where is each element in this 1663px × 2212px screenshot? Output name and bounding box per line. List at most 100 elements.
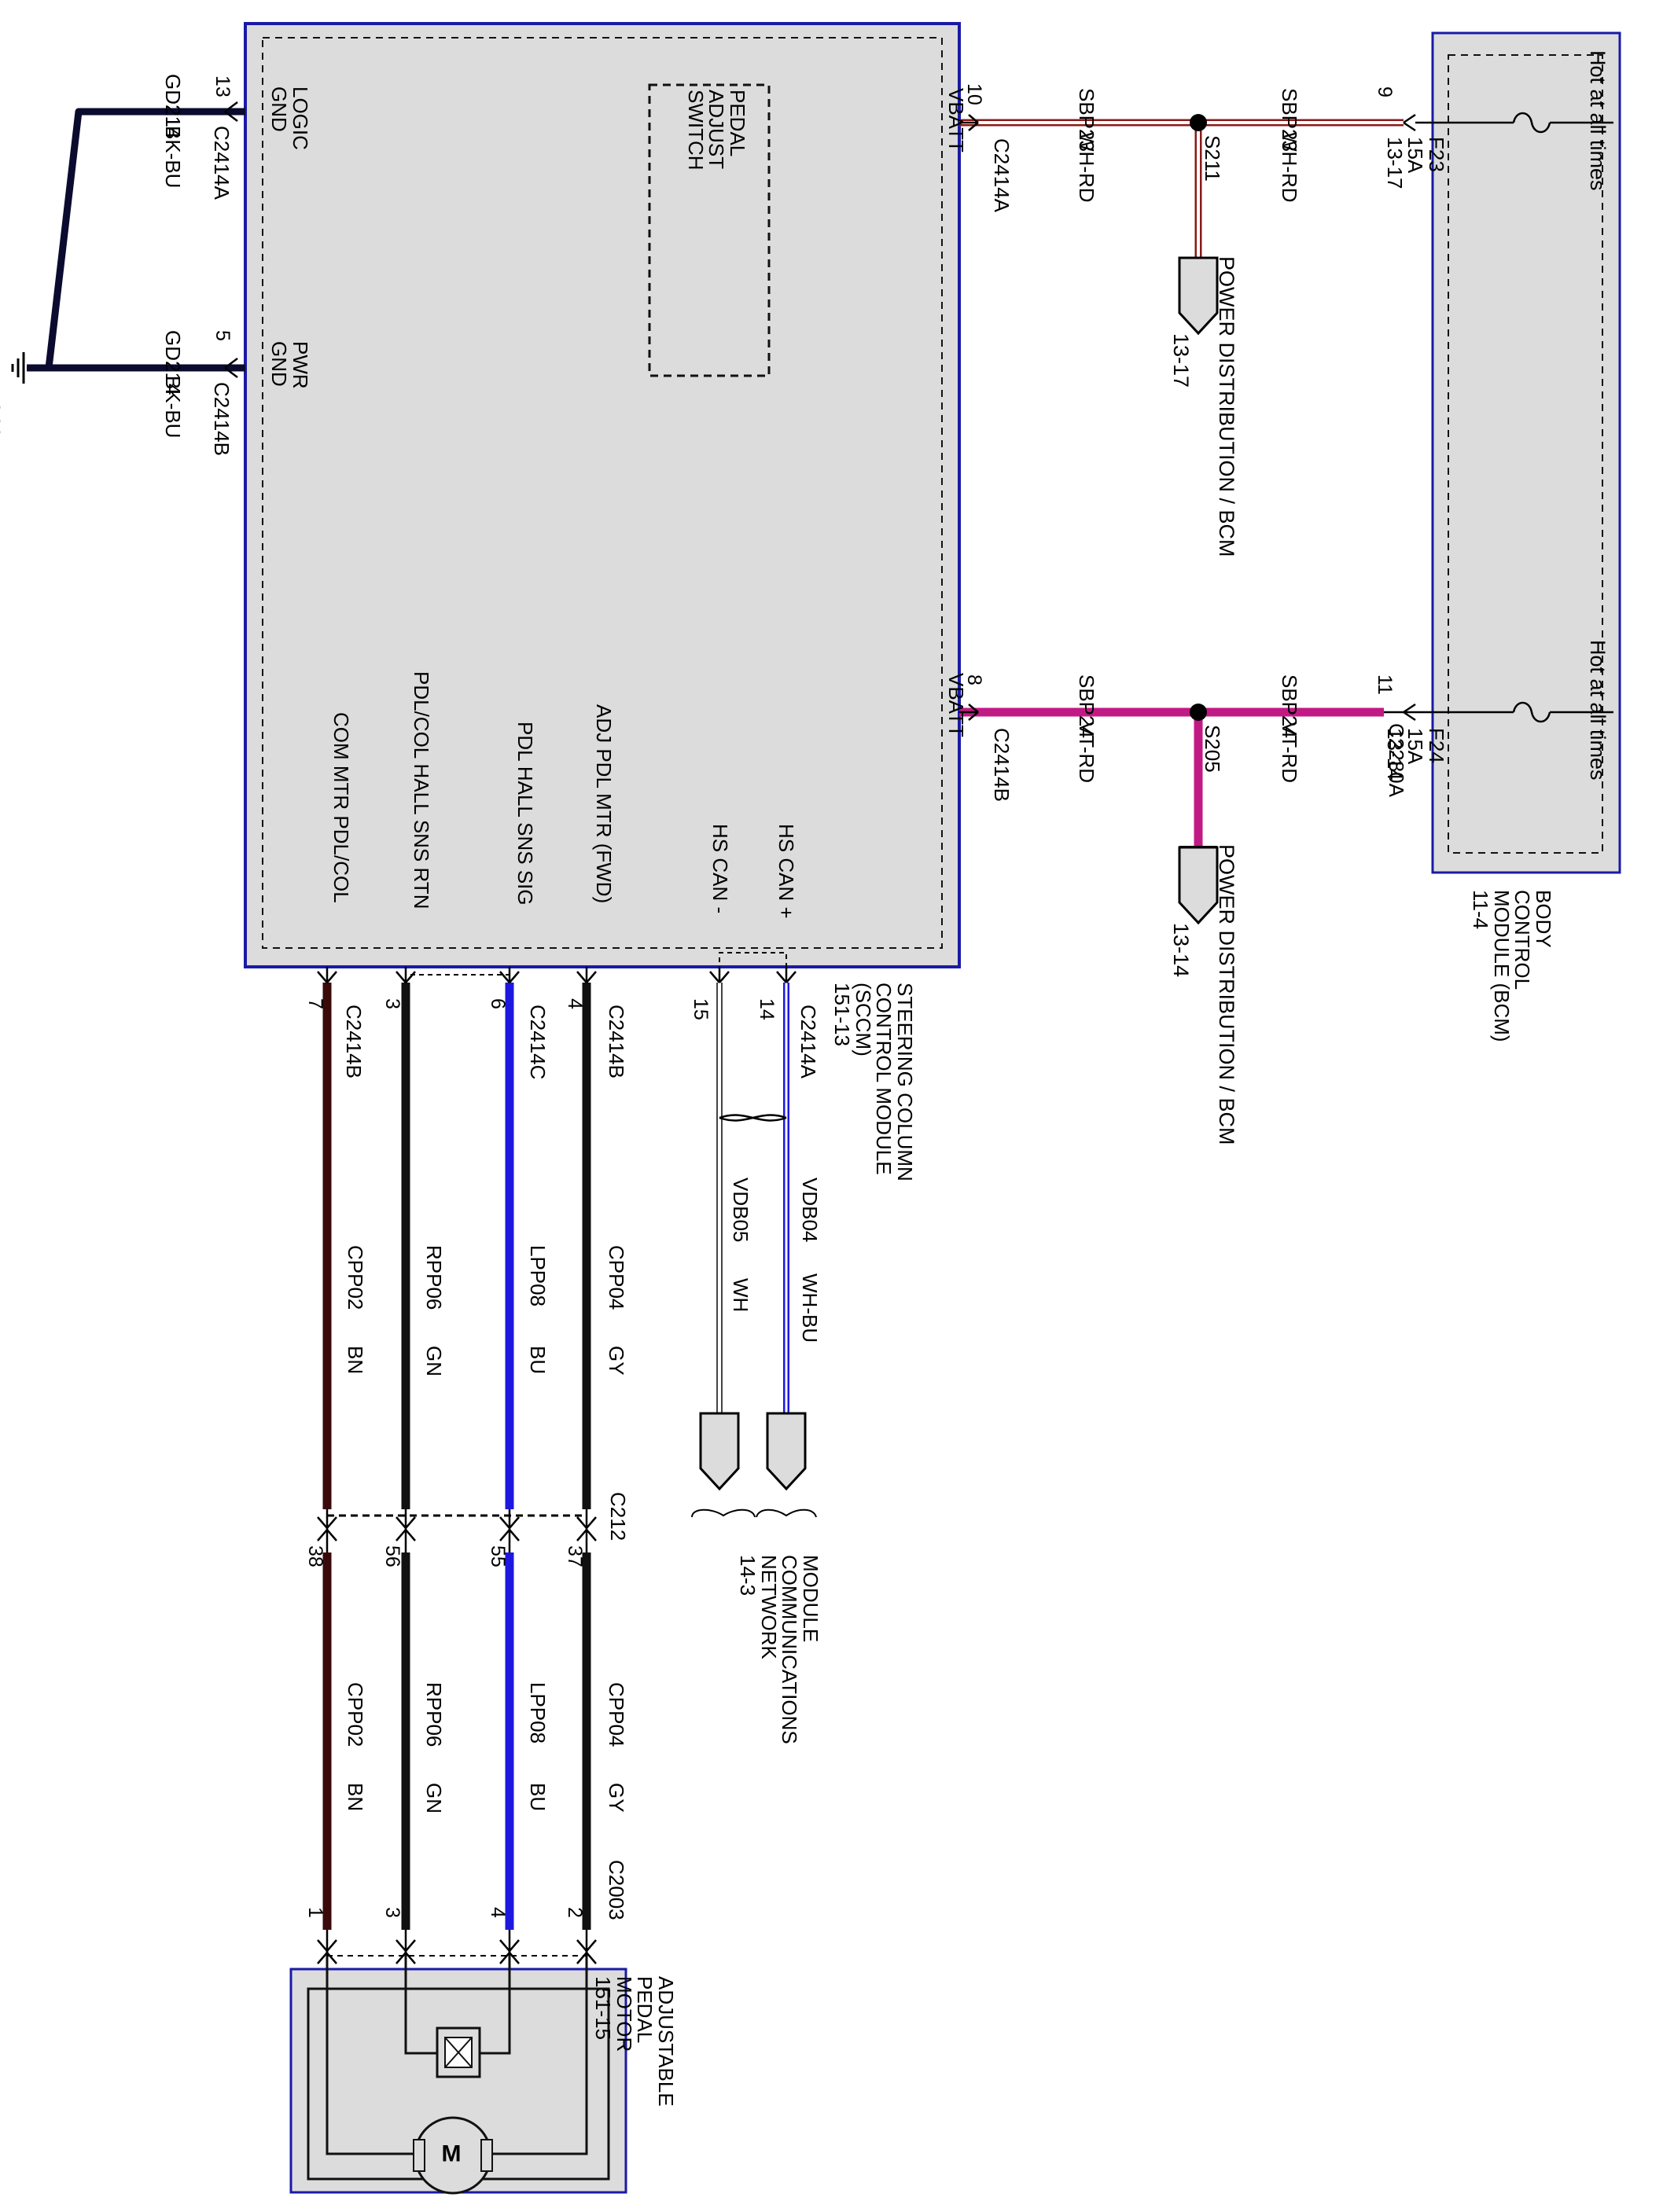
c2003-label: C2003 [605,1860,628,1920]
adj-circuit-upper: CPP04 [605,1245,628,1310]
pin-adj-pdl-mtr: ADJ PDL MTR (FWD) [592,704,616,904]
f23-color-right: WH-RD [1278,132,1301,203]
gnd-wire1-connector: C2414A [210,126,234,200]
can-minus-network-icon [699,1412,740,1491]
sig-c212-pin: 55 [487,1545,509,1567]
sig-c2003-pin: 4 [487,1907,509,1918]
pedal-adjust-switch-label: PEDAL ADJUST SWITCH [683,90,749,171]
rtn-color-lower: GN [422,1783,446,1813]
com-circuit-lower: CPP02 [344,1682,367,1747]
gnd-wire2-color: BK-BU [161,376,185,439]
f24-sccm-connector: C2414B [990,728,1014,802]
f24-pd-ref: 13-14 [1169,923,1193,978]
can-connector: C2414A [797,1005,820,1078]
f24-pd-label: POWER DISTRIBUTION / BCM [1215,844,1238,1145]
sig-color-lower: BU [526,1783,550,1812]
can-minus-circuit: VDB05 [729,1178,752,1243]
splice-s211 [1190,114,1207,131]
adj-color-upper: GY [605,1346,628,1376]
power-circuit-f24 [959,701,1613,925]
sig-color-upper: BU [526,1346,550,1375]
pin-logic-gnd: LOGIC GND [267,86,312,150]
body-control-module [1431,31,1621,874]
rtn-sccm-pin: 3 [381,998,403,1009]
com-sccm-connector: C2414B [342,1005,366,1078]
rtn-color-upper: GN [422,1346,446,1376]
can-plus-network-icon [766,1412,807,1491]
ground-icon [11,352,49,384]
adj-sccm-pin: 4 [564,998,586,1009]
rtn-circuit-upper: RPP06 [422,1245,446,1310]
gnd-wire2-connector: C2414B [210,382,234,456]
adjustable-pedal-motor-module [289,1949,627,2195]
pin-com-mtr: COM MTR PDL/COL [329,712,353,903]
can-bus-wires [691,952,817,1518]
ground-wires [11,101,245,384]
power-circuit-f23 [959,112,1613,336]
can-plus-circuit: VDB04 [798,1178,822,1243]
can-minus-color: WH [729,1278,752,1313]
hall-sensor-icon [436,2026,481,2078]
can-plus-color: WH-BU [798,1273,822,1343]
f23-bcm-pin: 9 [1374,86,1396,97]
f23-pd-ref: 13-17 [1169,333,1193,388]
f24-bcm-pin: 11 [1374,674,1396,695]
f24-color-right: VT-RD [1278,722,1301,783]
motor-symbol-label: M [441,2140,462,2167]
power-distribution-f23-icon [1178,256,1219,336]
com-sccm-pin: 7 [304,998,326,1009]
power-distribution-f24-icon [1178,846,1219,925]
adj-c2003-pin: 2 [564,1907,586,1918]
splice-s205-label: S205 [1201,725,1224,773]
f24-sccm-pin: 8 [963,674,985,685]
sig-circuit-upper: LPP08 [526,1245,550,1307]
gnd-wire1-pin: 13 [212,75,234,97]
pin-pwr-gnd: PWR GND [267,341,312,389]
can-minus-pin: 15 [690,998,712,1020]
gnd-wire2-pin: 5 [212,330,234,341]
pin-hs-can-plus: HS CAN + [774,824,798,919]
splice-s205 [1190,704,1207,721]
com-color-upper: BN [344,1346,367,1375]
sig-sccm-pin: 6 [487,998,509,1009]
com-c2003-pin: 1 [304,1907,326,1918]
com-circuit-upper: CPP02 [344,1245,367,1310]
steering-column-control-module [244,22,961,968]
f23-sccm-connector: C2414A [990,138,1014,212]
fuse-f24-icon [1512,701,1551,723]
pin-hs-can-minus: HS CAN - [708,824,732,914]
adj-color-lower: GY [605,1783,628,1813]
sig-sccm-connector: C2414C [526,1005,550,1080]
f24-hot-label: Hot at all times [1586,640,1610,781]
splice-s211-label: S211 [1201,135,1224,182]
adj-sccm-connector: C2414B [605,1005,628,1078]
pin-pdl-hall-sig: PDL HALL SNS SIG [513,722,537,906]
f23-color-left: WH-RD [1075,132,1098,203]
f23-hot-label: Hot at all times [1586,50,1610,191]
sig-circuit-lower: LPP08 [526,1682,550,1744]
rtn-circuit-lower: RPP06 [422,1682,446,1747]
motor-wires [317,967,597,1964]
com-c212-pin: 38 [304,1545,326,1567]
rtn-c2003-pin: 3 [381,1907,403,1918]
pin-pdl-col-rtn: PDL/COL HALL SNS RTN [410,671,433,909]
can-plus-pin: 14 [756,998,778,1020]
f24-color-left: VT-RD [1075,722,1098,783]
pedal-adjust-switch-box [648,83,771,377]
com-color-lower: BN [344,1783,367,1812]
fuse-f23-icon [1512,112,1551,134]
adj-circuit-lower: CPP04 [605,1682,628,1747]
c212-label: C212 [606,1492,630,1541]
f23-pd-label: POWER DISTRIBUTION / BCM [1215,256,1238,557]
gnd-wire1-color: BK-BU [161,126,185,189]
adj-c212-pin: 37 [564,1545,586,1567]
f23-sccm-pin: 10 [963,83,985,105]
